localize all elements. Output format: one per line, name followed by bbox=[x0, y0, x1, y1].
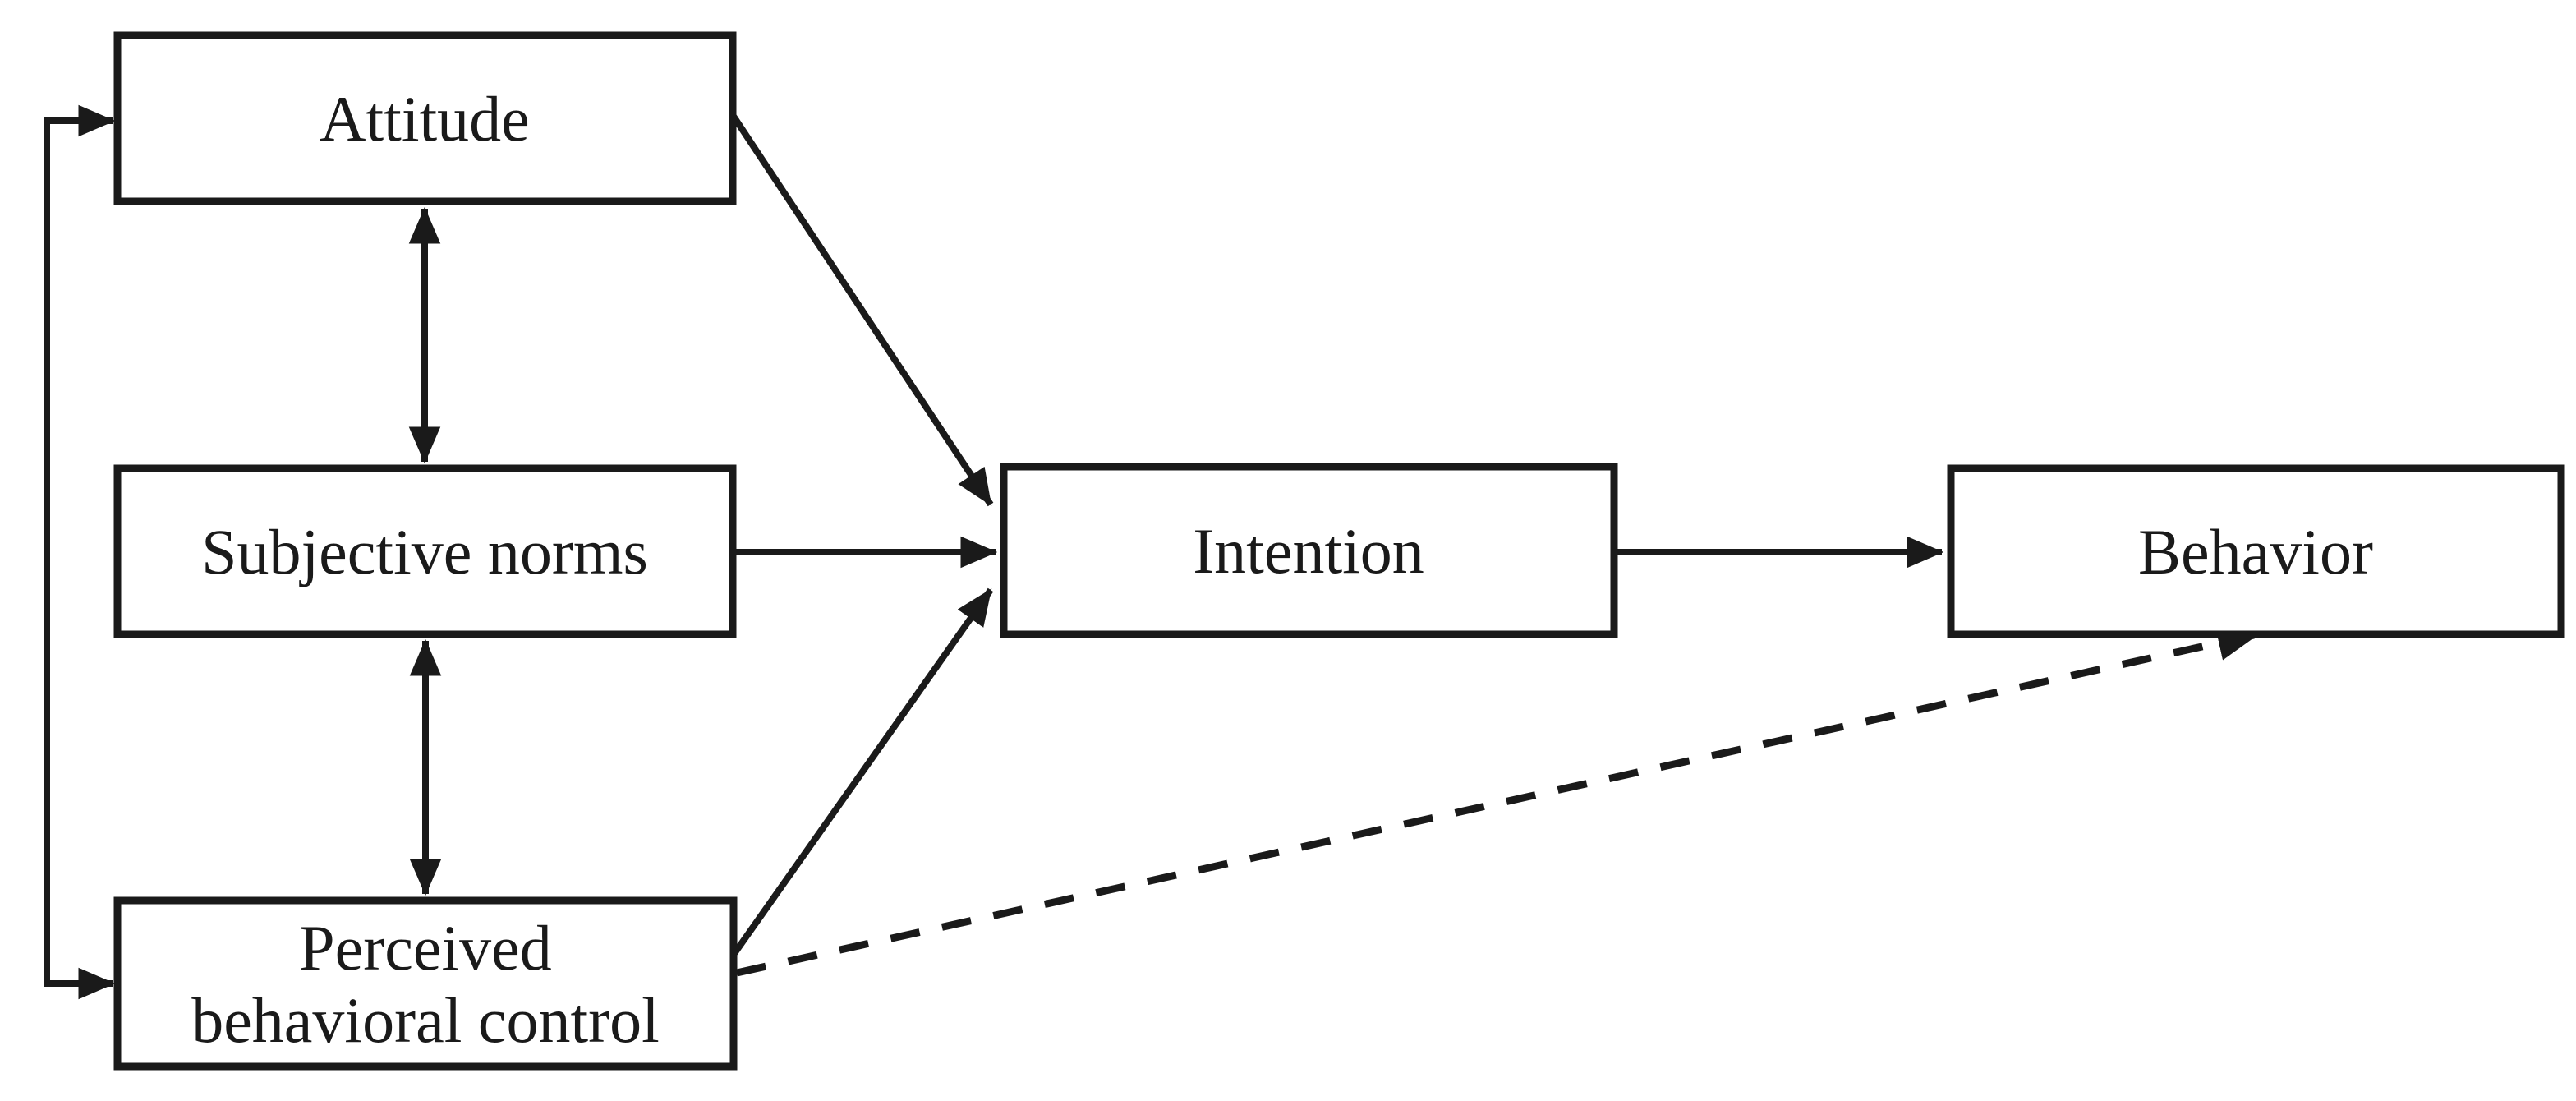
attitude-box bbox=[113, 31, 737, 205]
perceived-behavioral-control-label-line1: Perceived bbox=[299, 912, 552, 984]
perceived-behavioral-control-label-line2: behavioral control bbox=[191, 984, 660, 1056]
perceived-behavioral-control-box bbox=[113, 896, 738, 1071]
attitude-label: Attitude bbox=[320, 83, 530, 154]
arrow-pbc-intention bbox=[730, 587, 994, 957]
node-perceived-behavioral-control: Perceived behavioral control bbox=[113, 896, 738, 1071]
intention-label: Intention bbox=[1193, 515, 1424, 587]
behavior-box bbox=[1947, 464, 2565, 638]
subjective-norms-label: Subjective norms bbox=[201, 516, 648, 587]
arrow-attitude-intention bbox=[729, 113, 994, 507]
behavior-label: Behavior bbox=[2138, 516, 2373, 587]
node-attitude: Attitude bbox=[113, 31, 737, 205]
node-behavior: Behavior bbox=[1947, 464, 2565, 638]
node-intention: Intention bbox=[1000, 463, 1618, 638]
bracket-attitude-pbc-line bbox=[44, 104, 116, 1000]
edges bbox=[44, 104, 2260, 1000]
subjective-norms-box bbox=[113, 464, 737, 638]
arrow-pbc-behavior-dashed bbox=[736, 625, 2260, 977]
intention-box bbox=[1000, 463, 1618, 638]
node-subjective-norms: Subjective norms bbox=[113, 464, 737, 638]
